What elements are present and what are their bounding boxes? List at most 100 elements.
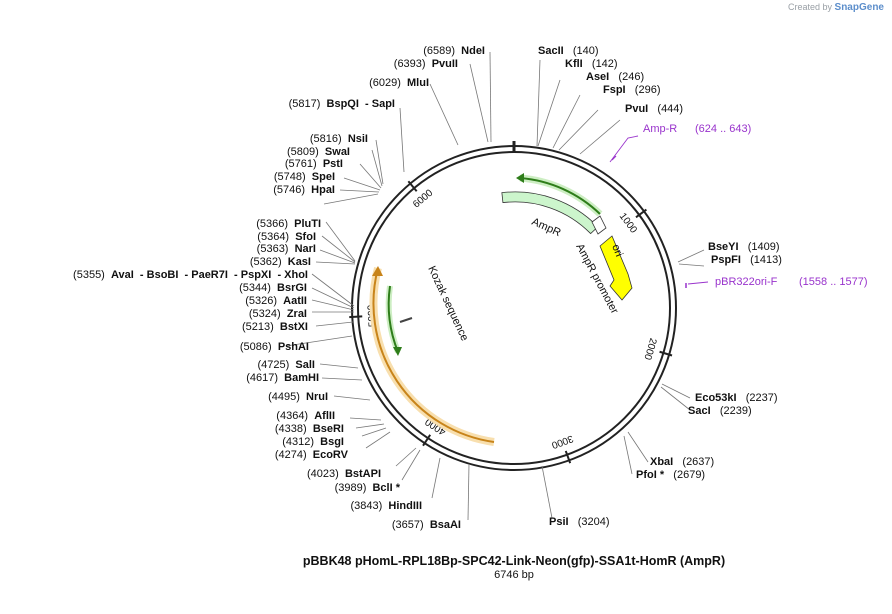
site-position: (6029) [369, 77, 401, 89]
restriction-site-label: (5366) PluTI [256, 218, 321, 230]
site-position: (4312) [282, 436, 314, 448]
site-position: (5324) [249, 308, 281, 320]
tick-label: 2000 [641, 337, 658, 362]
restriction-site-label: (5816) NsiI [310, 133, 368, 145]
restriction-site-label: (4725) SalI [258, 359, 316, 371]
restriction-site-label: (6589) NdeI [423, 45, 485, 57]
kozak-marker [399, 317, 413, 323]
tick-mark [422, 434, 432, 447]
site-position: (3657) [392, 519, 424, 531]
credit-prefix: Created by [787, 2, 833, 12]
site-name: AflII [314, 410, 335, 422]
site-name: HindIII [388, 500, 422, 512]
site-position: (5326) [245, 295, 277, 307]
restriction-site-label: (5761) PstI [285, 158, 343, 170]
restriction-site-label: (5817) BspQI - SapI [289, 98, 395, 110]
restriction-site-label: SacI (2239) [688, 405, 752, 417]
site-position: (5344) [239, 282, 271, 294]
site-position: (5355) [73, 269, 105, 281]
ampr-label: AmpR [530, 216, 563, 239]
restriction-site-label: PfoI * (2679) [636, 469, 705, 481]
restriction-site-label: (5324) ZraI [249, 308, 307, 320]
site-name: KasI [288, 256, 311, 268]
site-position: (296) [635, 84, 661, 96]
restriction-site-label: (3657) BsaAI [392, 519, 461, 531]
tick-mark [407, 180, 418, 192]
plasmid-title: pBBK48 pHomL-RPL18Bp-SPC42-Link-Neon(gfp… [302, 554, 726, 568]
site-position: (4495) [268, 391, 300, 403]
site-position: (3989) [335, 482, 367, 494]
restriction-site-label: KflI (142) [565, 58, 618, 70]
site-name: BclI * [372, 482, 400, 494]
tick-mark [635, 208, 648, 219]
site-position: (5809) [287, 146, 319, 158]
site-name: BseRI [313, 423, 344, 435]
site-position: (4617) [246, 372, 278, 384]
primer-name: Amp-R [643, 123, 677, 135]
leader-lines [285, 51, 705, 521]
site-position: (3843) [350, 500, 382, 512]
orf-left [372, 267, 495, 443]
restriction-site-label: (5809) SwaI [287, 146, 350, 158]
site-name: PstI [323, 158, 343, 170]
ori-feature [599, 235, 633, 301]
restriction-site-label: XbaI (2637) [650, 456, 714, 468]
restriction-site-label: Eco53kI (2237) [695, 392, 778, 404]
site-name: SwaI [325, 146, 350, 158]
site-name: PshAI [278, 341, 309, 353]
orf-left-arrowhead [372, 266, 383, 276]
site-name: SacII [538, 45, 564, 57]
site-position: (5816) [310, 133, 342, 145]
site-position: (4023) [307, 468, 339, 480]
primer-name: pBR322ori-F [715, 276, 778, 288]
site-name: AseI [586, 71, 609, 83]
site-position: (1413) [750, 254, 782, 266]
tick-label: 3000 [550, 432, 575, 450]
site-position: (4725) [258, 359, 290, 371]
site-position: (5363) [257, 243, 289, 255]
site-position: (2679) [673, 469, 705, 481]
site-name: SacI [688, 405, 711, 417]
snapgene-credit: Created by SnapGene [788, 2, 884, 13]
restriction-site-label: (4617) BamHI [246, 372, 319, 384]
site-position: (4364) [276, 410, 308, 422]
site-name: XbaI [650, 456, 673, 468]
site-name: EcoRV [313, 449, 349, 461]
site-position: (5761) [285, 158, 317, 170]
site-name: SalI [295, 359, 315, 371]
restriction-site-label: (5355) AvaI - BsoBI - PaeR7I - PspXI - X… [73, 269, 308, 281]
site-name: ZraI [287, 308, 307, 320]
orf-top-arrowhead [516, 173, 524, 183]
site-name: PluTI [294, 218, 321, 230]
restriction-site-label: (4364) AflII [276, 410, 335, 422]
site-name: NdeI [461, 45, 485, 57]
tick-label: 6000 [411, 187, 435, 210]
site-name: SfoI [295, 231, 316, 243]
site-name: BstXI [280, 321, 308, 333]
site-name: Eco53kI [695, 392, 737, 404]
site-position: (5213) [242, 321, 274, 333]
restriction-site-label: BseYI (1409) [708, 241, 780, 253]
site-name: HpaI [311, 184, 335, 196]
pbr322ori-f-leader [687, 281, 709, 285]
site-position: (246) [618, 71, 644, 83]
restriction-site-label: (4338) BseRI [275, 423, 344, 435]
restriction-site-label: (5746) HpaI [273, 184, 335, 196]
site-position: (5817) [289, 98, 321, 110]
primer-range: (1558 .. 1577) [799, 276, 868, 288]
site-name: NsiI [348, 133, 368, 145]
tick-mark [349, 315, 363, 319]
site-position: (4274) [275, 449, 307, 461]
site-position: (6589) [423, 45, 455, 57]
site-position: (5366) [256, 218, 288, 230]
site-position: (4338) [275, 423, 307, 435]
restriction-site-label: (5326) AatII [245, 295, 307, 307]
restriction-site-label: (5364) SfoI [257, 231, 316, 243]
restriction-site-label: (5213) BstXI [242, 321, 308, 333]
site-name: SpeI [312, 171, 335, 183]
tick-mark [564, 450, 572, 464]
site-position: (6393) [394, 58, 426, 70]
orf-inner-arrowhead [393, 347, 402, 356]
site-position: (140) [573, 45, 599, 57]
